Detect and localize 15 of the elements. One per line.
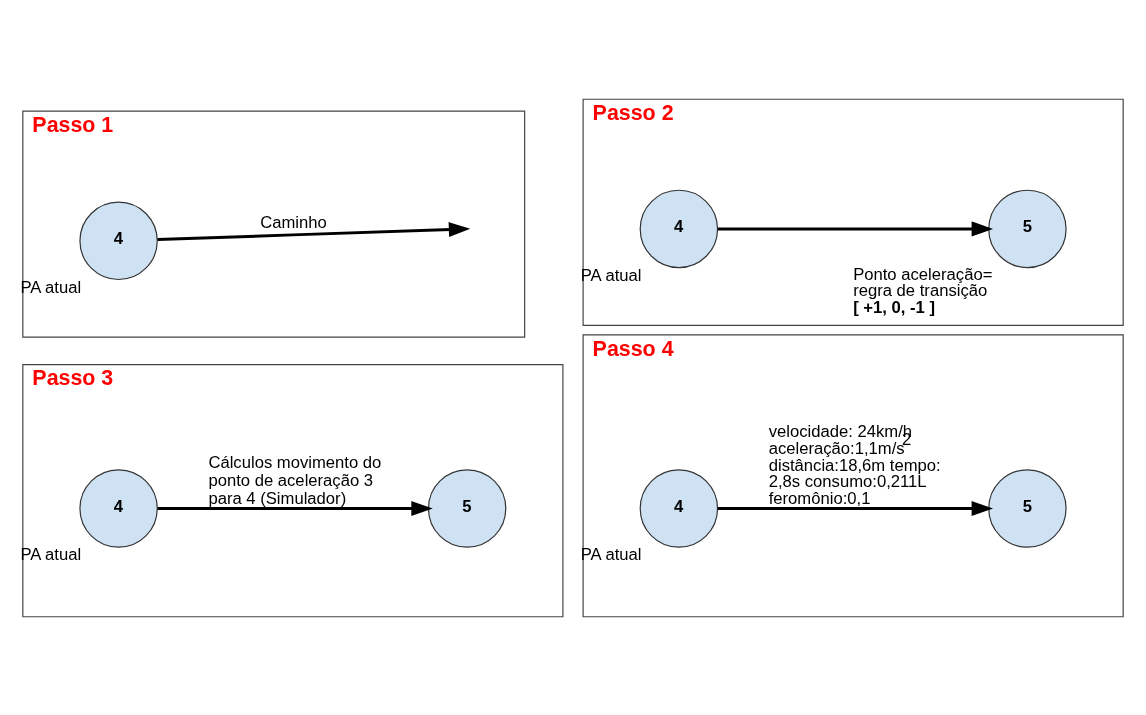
arrow (157, 500, 433, 516)
node-circle: 5 (988, 189, 1067, 268)
node-circle: 4 (639, 189, 719, 268)
edge-label: Cálculos movimento do ponto de aceleração 3 para 4 (Simulador) (208, 452, 382, 508)
node-circle: 4 (79, 468, 158, 548)
arrow (717, 220, 994, 236)
node-label: PA atual (580, 265, 642, 285)
arrow (157, 221, 471, 241)
node-label: PA atual (580, 544, 642, 564)
node-circle: 4 (79, 201, 158, 280)
node-circle: 4 (639, 468, 719, 548)
arrow (717, 500, 994, 516)
edge-label: Caminho (260, 212, 327, 232)
node-circle: 5 (988, 468, 1067, 548)
node-circle: 5 (427, 468, 507, 548)
